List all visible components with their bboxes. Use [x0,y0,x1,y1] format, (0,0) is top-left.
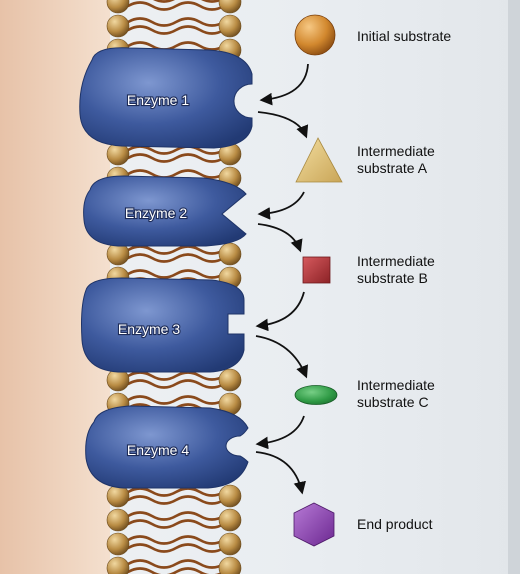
lipid-head [218,508,242,532]
substrate-intermediate-a [295,137,343,183]
lipid-tail [126,519,226,529]
lipid-head [218,242,242,266]
label-intermediate-b: Intermediate substrate B [357,253,439,286]
arrow-A-to-enzyme-2 [257,191,305,220]
lipid-tail [126,145,226,155]
enzyme-1: Enzyme 1 [79,47,253,149]
lipid-tail [126,169,226,179]
lipid-tail [126,535,226,545]
lipid-head [218,368,242,392]
substrate-initial [294,14,336,56]
label-initial-substrate: Initial substrate [357,28,451,44]
lipid-tail [126,245,226,255]
lipid-head [106,14,130,38]
substrate-end-product [293,502,335,547]
arrow-enzyme-4-to-end [255,451,306,495]
label-intermediate-c: Intermediate substrate C [357,377,439,410]
enzyme-3-label: Enzyme 3 [118,321,180,337]
lipid-tail [126,395,226,405]
lipid-tail [126,495,226,505]
arrow-C-to-enzyme-4 [255,415,305,450]
page-edge [508,0,520,574]
lipid-tail [126,1,226,11]
label-end-product: End product [357,516,433,532]
lipid-head [218,484,242,508]
lipid-tail [126,253,226,263]
lipid-head [218,14,242,38]
lipid-tail [126,543,226,553]
lipid-tail [126,25,226,35]
enzyme-1-label: Enzyme 1 [127,92,189,108]
lipid-tail [153,0,223,3]
reaction-arrows [255,63,309,495]
lipid-tail [126,511,226,521]
lipid-head [218,556,242,574]
substrate-intermediate-c [294,385,338,405]
lipid-tail [126,41,226,51]
lipid-head [218,0,242,14]
phospholipid-membrane [106,0,242,574]
arrow-enzyme-2-to-B [257,223,303,253]
lipid-tail [126,153,226,163]
lipid-head [106,556,130,574]
enzyme-4: Enzyme 4 [85,405,249,489]
lipid-tail [126,379,226,389]
label-intermediate-a: Intermediate substrate A [357,143,439,176]
arrow-B-to-enzyme-3 [255,291,305,332]
lipid-head [218,532,242,556]
lipid-tail [126,371,226,381]
lipid-tail [126,487,226,497]
enzyme-2-label: Enzyme 2 [125,205,187,221]
lipid-tail [126,17,226,27]
lipid-head [106,508,130,532]
enzyme-4-label: Enzyme 4 [127,442,189,458]
lipid-head [106,0,130,14]
lipid-tail [126,567,226,574]
enzyme-3: Enzyme 3 [81,277,245,373]
lipid-tail [126,559,226,569]
lipid-tail [126,269,226,279]
arrow-enzyme-3-to-C [255,335,308,379]
enzyme-2: Enzyme 2 [83,175,247,247]
arrow-substrate-to-enzyme-1 [259,63,309,106]
arrow-enzyme-1-to-A [257,111,309,139]
substrate-intermediate-b [302,256,331,284]
lipid-head [106,532,130,556]
